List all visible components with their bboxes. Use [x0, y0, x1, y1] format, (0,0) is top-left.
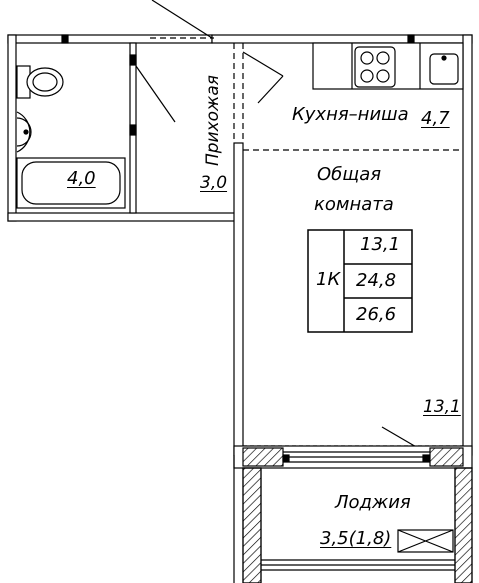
loggia-area: 3,5(1,8) — [320, 528, 392, 549]
bathroom-area: 4,0 — [67, 168, 96, 189]
bathtub-fixture — [16, 157, 126, 209]
living-area: 13,1 — [423, 397, 461, 417]
kitchen-door-swing — [242, 51, 284, 104]
wall-stub — [61, 34, 69, 44]
ac-unit-box — [397, 529, 454, 553]
bathroom — [16, 42, 176, 214]
hallway-name: Прихожая — [203, 74, 224, 167]
wall-stub — [407, 34, 415, 44]
loggia-name: Лоджия — [335, 492, 411, 513]
stove-fixture — [354, 46, 396, 88]
kitchen-counter — [312, 42, 464, 90]
hallway-boundaries — [233, 43, 463, 151]
table-total-area-no-balcony: 24,8 — [356, 270, 397, 291]
loggia-wall — [233, 445, 473, 469]
loggia — [233, 455, 473, 583]
entrance-door — [150, 0, 214, 39]
kitchen-name: Кухня–ниша — [292, 104, 409, 125]
kitchen-sink-fixture — [429, 53, 459, 85]
kitchen-area: 4,7 — [421, 108, 450, 129]
table-living-area: 13,1 — [360, 234, 401, 255]
sink-fixture — [16, 111, 32, 153]
toilet-fixture — [16, 65, 64, 99]
living-name-line2: комната — [314, 194, 394, 215]
hallway-area: 3,0 — [200, 173, 228, 193]
table-total-area: 26,6 — [356, 304, 397, 325]
summary-table-frame — [307, 229, 413, 333]
table-unit-type: 1К — [316, 269, 341, 290]
living-name-line1: Общая — [317, 164, 382, 185]
